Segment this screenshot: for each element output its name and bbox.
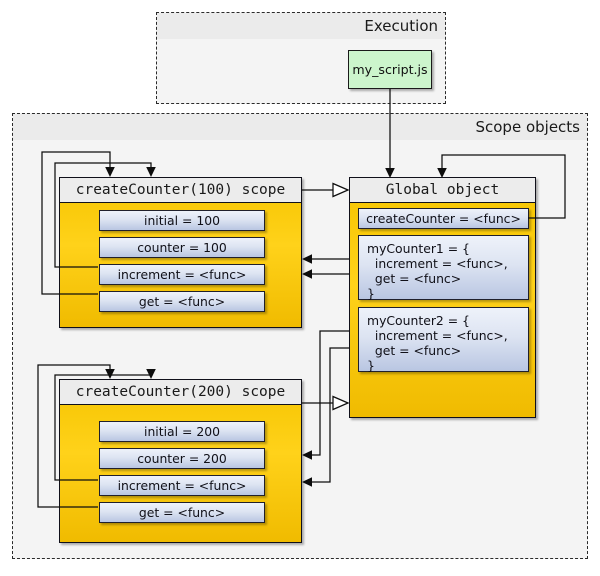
field-scope200-increment[interactable]: increment = <func> — [99, 475, 265, 496]
object-box-global[interactable]: Global object createCounter = <func> myC… — [349, 177, 536, 418]
field-global-mycounter1[interactable]: myCounter1 = { increment = <func>, get =… — [358, 235, 529, 301]
field-scope100-counter[interactable]: counter = 100 — [99, 237, 265, 258]
field-scope100-get[interactable]: get = <func> — [99, 291, 265, 312]
field-scope100-increment[interactable]: increment = <func> — [99, 264, 265, 285]
field-global-createcounter[interactable]: createCounter = <func> — [358, 208, 529, 229]
object-box-scope200[interactable]: createCounter(200) scope initial = 200 c… — [59, 379, 302, 543]
field-scope200-counter[interactable]: counter = 200 — [99, 448, 265, 469]
script-box-label: my_script.js — [352, 62, 428, 77]
field-scope200-get[interactable]: get = <func> — [99, 502, 265, 523]
object-title-scope200: createCounter(200) scope — [60, 380, 301, 405]
execution-frame-title: Execution — [157, 13, 445, 39]
script-box[interactable]: my_script.js — [348, 50, 432, 89]
object-title-scope100: createCounter(100) scope — [60, 178, 301, 203]
field-global-mycounter2[interactable]: myCounter2 = { increment = <func>, get =… — [358, 307, 529, 373]
scope-objects-frame-title: Scope objects — [13, 114, 587, 140]
object-box-scope100[interactable]: createCounter(100) scope initial = 100 c… — [59, 177, 302, 328]
field-scope100-initial[interactable]: initial = 100 — [99, 210, 265, 231]
object-title-global: Global object — [350, 178, 535, 203]
field-scope200-initial[interactable]: initial = 200 — [99, 421, 265, 442]
